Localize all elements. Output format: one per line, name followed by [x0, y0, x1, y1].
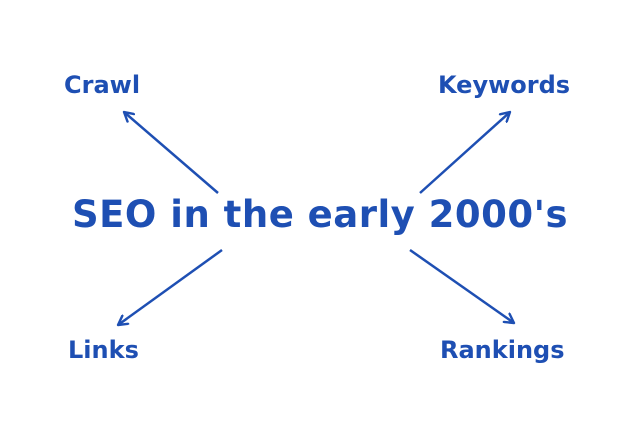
- arrow-to-rankings: [409, 248, 514, 323]
- node-links: Links: [68, 336, 139, 364]
- node-keywords: Keywords: [438, 71, 571, 99]
- arrow-to-links: [118, 248, 223, 325]
- node-crawl: Crawl: [64, 71, 141, 99]
- node-rankings: Rankings: [440, 336, 565, 364]
- arrow-to-keywords: [419, 112, 510, 194]
- arrow-to-crawl: [124, 112, 219, 194]
- diagram-center-title: SEO in the early 2000's: [72, 193, 568, 236]
